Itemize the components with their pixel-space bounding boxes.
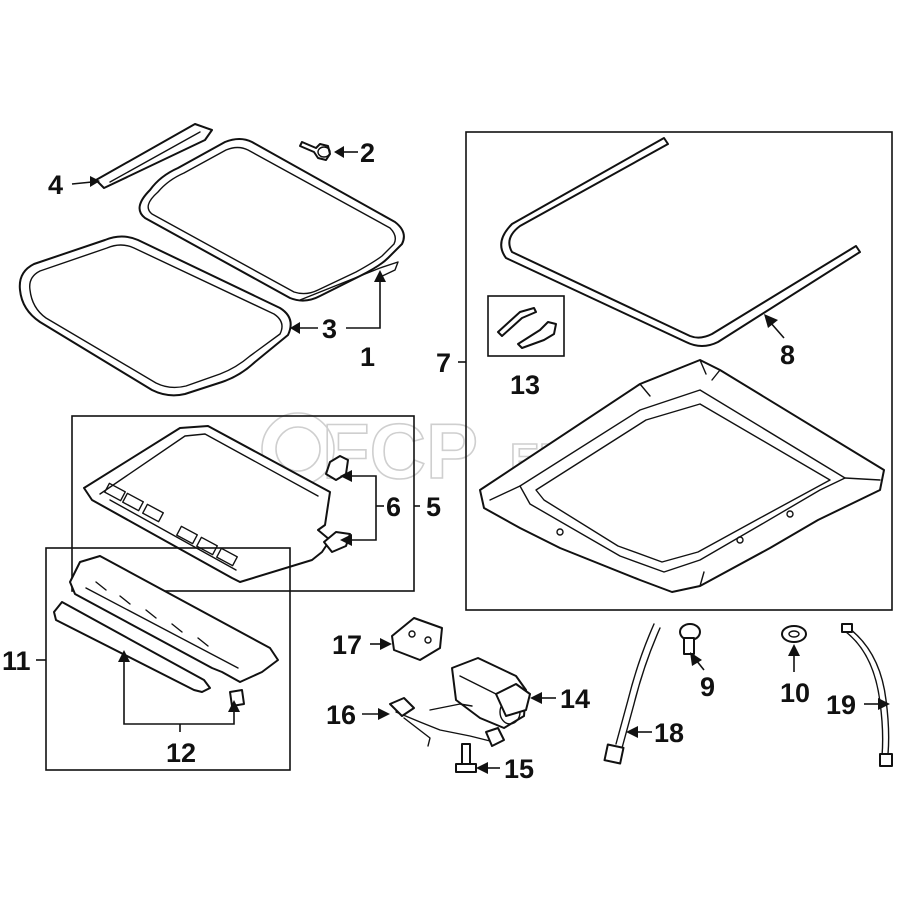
callout-3: 3 <box>322 314 337 344</box>
callout-14: 14 <box>560 684 590 714</box>
part-13-guides[interactable] <box>497 307 557 349</box>
part-17-bracket[interactable] <box>391 617 443 661</box>
part-12-deflector-bar[interactable] <box>53 601 245 707</box>
callout-19: 19 <box>826 690 856 720</box>
callout-4: 4 <box>48 170 63 200</box>
callout-2: 2 <box>360 138 375 168</box>
part-16-wiring-harness[interactable] <box>389 697 505 747</box>
callout-16: 16 <box>326 700 356 730</box>
callout-5: 5 <box>426 492 441 522</box>
callout-labels: 4 2 3 1 6 5 7 13 8 11 12 17 14 16 15 18 … <box>2 138 856 784</box>
callout-10: 10 <box>780 678 810 708</box>
part-11-deflector-assembly[interactable] <box>69 555 279 683</box>
part-1-glass-panel[interactable] <box>138 138 405 302</box>
callout-1: 1 <box>360 342 375 372</box>
group-11-box <box>45 547 291 771</box>
callout-7: 7 <box>436 348 451 378</box>
group-7-box <box>465 131 893 611</box>
callout-18: 18 <box>654 718 684 748</box>
group-13-box <box>487 295 565 357</box>
part-2-screw[interactable] <box>299 141 331 161</box>
part-4-wind-deflector-strip[interactable] <box>95 123 213 189</box>
callout-8: 8 <box>780 340 795 370</box>
callout-9: 9 <box>700 672 715 702</box>
part-8-frame-seal[interactable] <box>500 137 861 347</box>
callout-17: 17 <box>332 630 362 660</box>
callout-11: 11 <box>2 646 31 676</box>
watermark-brand: FCP <box>322 407 478 495</box>
part-7-sunroof-frame[interactable] <box>479 359 885 593</box>
part-3-glass-seal[interactable] <box>18 235 292 397</box>
group-5-box <box>71 415 415 592</box>
part-18-drain-hose[interactable] <box>603 623 661 765</box>
callout-15: 15 <box>504 754 534 784</box>
part-9-clip[interactable] <box>679 623 701 655</box>
leaders <box>36 146 890 774</box>
part-15-bolt[interactable] <box>455 743 477 773</box>
part-6-clips[interactable] <box>323 455 351 553</box>
part-10-grommet[interactable] <box>781 625 807 643</box>
callout-13: 13 <box>510 370 540 400</box>
callout-6: 6 <box>386 492 401 522</box>
part-5-sunshade[interactable] <box>83 425 331 583</box>
part-14-motor[interactable] <box>451 657 531 729</box>
callout-12: 12 <box>166 738 196 768</box>
